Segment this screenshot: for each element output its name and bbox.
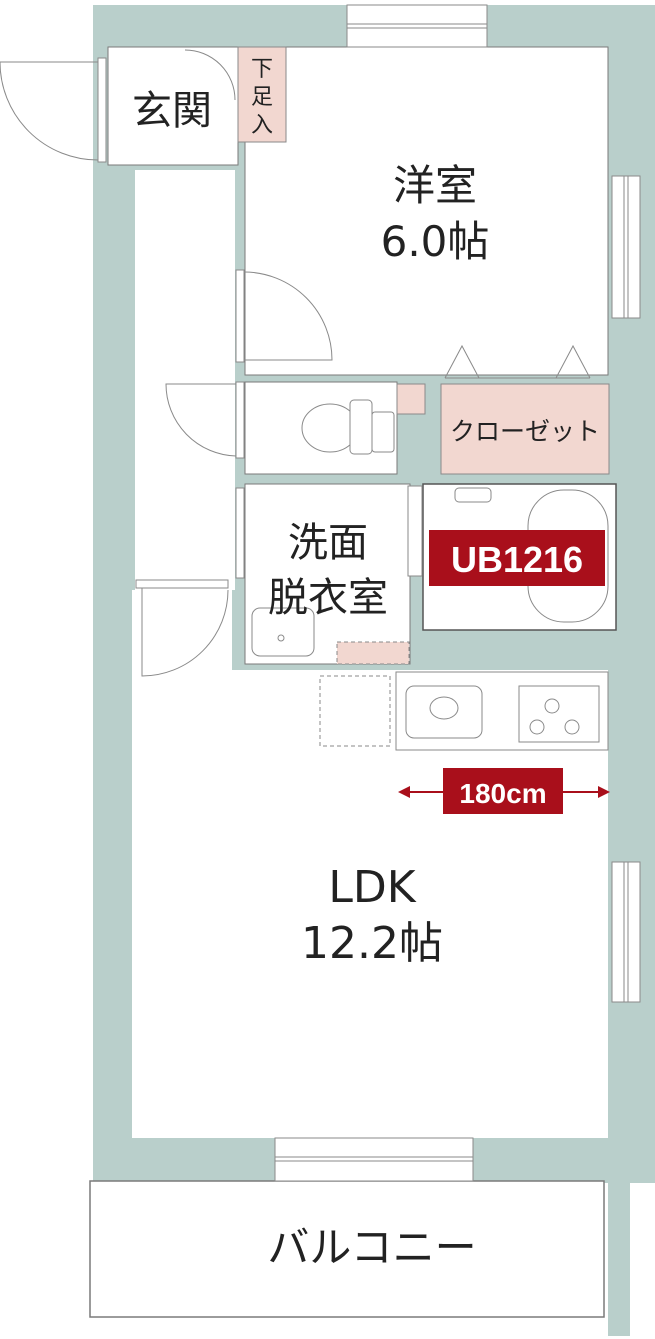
windows [274,4,641,1182]
shoe-box-label-1: 下 [251,57,273,82]
window-western-room [611,175,641,319]
western-room-size: 6.0帖 [381,217,490,266]
toilet-door [165,383,237,457]
storage [237,46,610,665]
window-washroom [407,485,423,577]
front-door [0,61,99,161]
burner-3 [564,719,580,735]
ldk-size: 12.2帖 [301,918,443,969]
arrow-right-icon [598,786,610,798]
window-ldk-side [611,861,641,1003]
stove [518,685,600,743]
balcony-side-wall [608,1178,630,1336]
closet-door-right [555,344,591,379]
kitchen-width-tag [443,768,563,814]
hallway-floor [135,170,235,590]
doors [0,49,591,677]
burner-1 [544,698,560,714]
window-ldk-balcony [274,1137,474,1182]
washroom-label-1: 洗面 [288,520,368,566]
wash-basin [251,607,315,657]
toilet-shelf [396,383,426,415]
shoe-box [237,46,287,143]
shoe-box-label-3: 入 [251,113,273,138]
closet-box [440,383,610,475]
bath-label: UB1216 [451,539,583,580]
bath-tag [429,530,605,586]
washer-pan [336,641,410,665]
outside-entrance-area [0,50,93,190]
arrow-left-icon [398,786,410,798]
entrance-inner-door [184,49,236,101]
bath-faucet [454,487,492,503]
burner-2 [529,719,545,735]
washroom-label-2: 脱衣室 [268,575,388,621]
ldk-door [141,588,229,677]
closet-label: クローゼット [450,417,600,446]
fixtures [251,399,609,751]
kitchen-dimension: 180cm [398,768,610,814]
western-room-door [243,271,333,361]
balcony-label: バルコニー [267,1223,476,1272]
toilet-paper-holder [371,411,395,453]
fridge-space [319,675,391,747]
shoe-box-label-2: 足 [251,85,273,110]
ldk-name: LDK [328,862,416,913]
closet-door-left [444,344,480,379]
kitchen-width-label: 180cm [459,778,546,809]
window-top [346,4,488,48]
toilet-tank [349,399,373,455]
entrance-label: 玄関 [132,88,212,134]
western-room-name: 洋室 [393,161,477,210]
western-room-floor [244,46,609,376]
